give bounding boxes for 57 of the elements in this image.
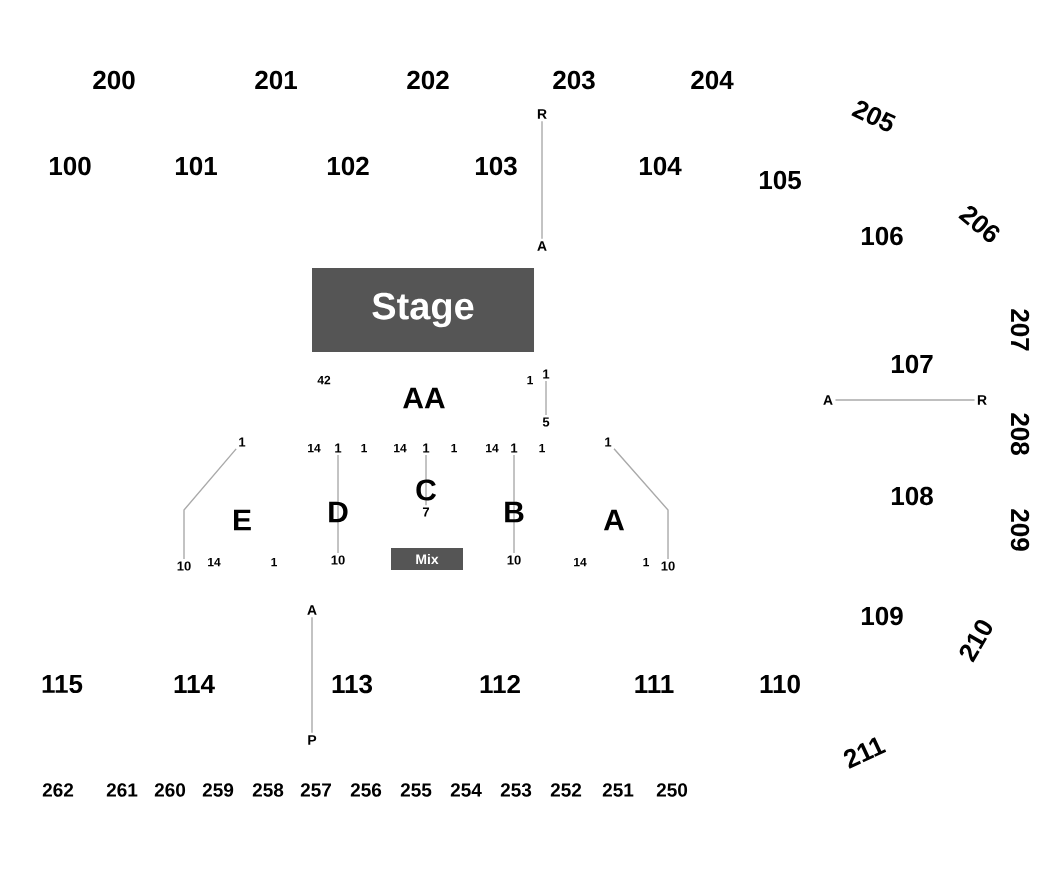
section-number: 115 — [42, 674, 83, 694]
section-number: 114 — [174, 675, 215, 693]
section-number: 105 — [759, 170, 801, 190]
section-number: 113 — [332, 674, 373, 694]
section-letter: D — [329, 501, 348, 523]
section-number: 202 — [407, 70, 449, 90]
section-number: 262 — [42, 783, 74, 797]
section-number: 255 — [400, 783, 432, 797]
section-number: 107 — [891, 354, 933, 374]
section-number: 111 — [635, 675, 674, 693]
connector-line — [425, 454, 427, 506]
section-number: 110 — [760, 674, 800, 694]
section-number: 104 — [639, 156, 682, 176]
section-number: 258 — [252, 783, 284, 797]
section-letter: A — [603, 509, 625, 531]
section-number: 261 — [106, 783, 138, 797]
section-number: 256 — [350, 783, 382, 797]
section-letter: B — [505, 501, 524, 523]
section-number: 251 — [602, 783, 634, 797]
section-letter: E — [234, 509, 251, 531]
section-number: 259 — [202, 783, 234, 797]
section-number: 108 — [891, 486, 933, 506]
section-number: 253 — [500, 783, 532, 797]
section-number: 250 — [656, 783, 688, 797]
section-number: 103 — [475, 156, 517, 176]
section-number: 257 — [300, 783, 331, 797]
connector-line — [311, 616, 313, 734]
connector-line — [541, 120, 543, 240]
section-number: 109 — [861, 606, 903, 626]
section-number: 200 — [93, 70, 135, 90]
section-number: 209 — [1010, 509, 1030, 551]
connector-line — [545, 380, 547, 416]
connector-line — [513, 454, 515, 554]
section-number: 101 — [175, 156, 217, 176]
section-number: 207 — [1010, 309, 1030, 351]
section-letter: C — [416, 479, 436, 501]
connector-line — [337, 454, 339, 554]
section-number: 100 — [49, 156, 91, 176]
section-number: 112 — [480, 674, 520, 694]
stage-box: Stage — [312, 268, 534, 352]
section-number: 252 — [550, 783, 582, 797]
connector-line — [834, 399, 976, 401]
section-number: 204 — [691, 70, 734, 90]
connector-line — [183, 448, 237, 560]
section-number: 102 — [327, 156, 369, 176]
section-number: 260 — [154, 783, 186, 797]
section-number: 106 — [861, 226, 903, 246]
section-number: 211 — [843, 737, 887, 769]
section-number: 205 — [851, 100, 896, 132]
connector-line — [613, 448, 669, 560]
section-number: 208 — [1010, 413, 1030, 455]
section-number: 206 — [958, 205, 1000, 243]
section-number: 203 — [553, 70, 595, 90]
section-number: 210 — [959, 620, 993, 663]
section-letter: AA — [403, 387, 445, 409]
section-number: 254 — [450, 783, 482, 797]
section-number: 201 — [255, 70, 297, 90]
